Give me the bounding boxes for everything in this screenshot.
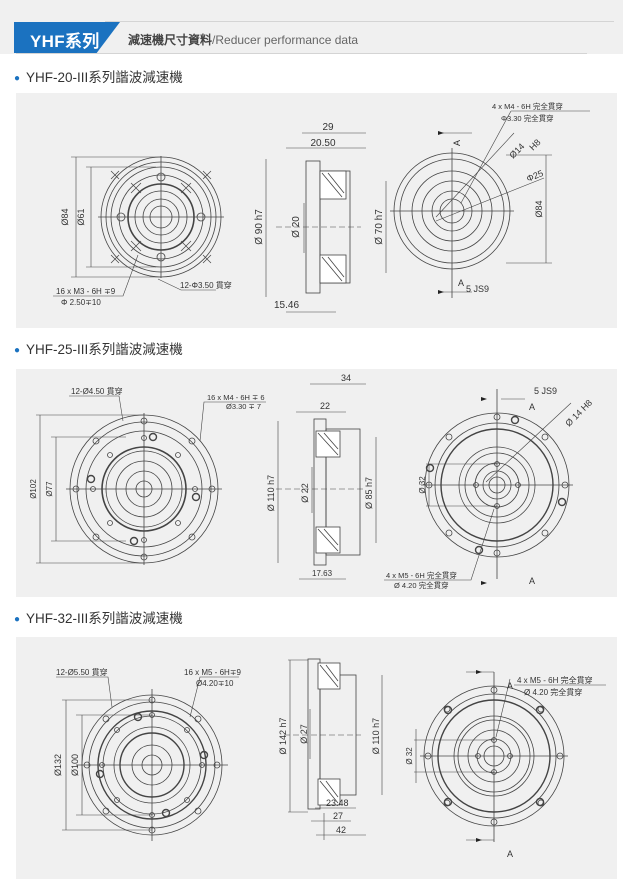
dim-hub-dia: Ø 70 h7 [374, 209, 385, 245]
note-tapped-holes: 16 x M5 - 6H∓9 [184, 668, 241, 677]
dim-keyway: 5 JS9 [534, 386, 557, 396]
dim-width-total: 34 [341, 373, 351, 383]
header-divider-top [105, 21, 614, 22]
note-through-holes: 12-Ø5.50 貫穿 [56, 667, 108, 677]
dim-flange-dia: Ø 110 h7 [266, 475, 276, 511]
technical-drawing-yhf32: Ø132 Ø100 12-Ø5.50 貫穿 16 x M5 - 6H∓9 Ø4.… [53, 658, 606, 859]
dim-rear-bore: Ø 14 H8 [563, 398, 594, 429]
dim-outer-dia: Ø102 [29, 479, 38, 499]
rear-view-yhf32 [414, 671, 606, 842]
dim-inner-dia: Ø100 [70, 754, 80, 776]
note-rear-holes-dia: Ø 4.20 完全貫穿 [524, 687, 582, 697]
rear-view-yhf25 [384, 389, 573, 581]
note-through-holes: 12-Ø4.50 貫穿 [71, 386, 123, 396]
note-rear-holes: 4 x M5 - 6H 完全貫穿 [517, 675, 593, 685]
section-mark-bottom: A [507, 849, 513, 859]
side-view-yhf32 [284, 658, 383, 840]
bullet-icon: ● [14, 614, 21, 625]
dim-bore: Ø 20 [291, 216, 302, 238]
rear-view-yhf20 [390, 110, 590, 298]
dim-rear-outer-dia: Ø84 [534, 200, 544, 217]
note-tapped-holes: 16 x M4 - 6H ∓ 6 [207, 393, 265, 402]
note-through-holes: 12-Φ3.50 貫穿 [180, 280, 232, 290]
drawing-panel-yhf20: Ø84 Ø61 16 x M3 - 6H ∓9 Φ 2.50∓10 12-Φ3.… [16, 93, 617, 328]
section-mark-top: A [507, 681, 513, 691]
dim-width-total: 42 [336, 825, 346, 835]
note-tapped-holes: 16 x M3 - 6H ∓9 [56, 287, 116, 296]
technical-drawing-yhf25: Ø102 Ø77 12-Ø4.50 貫穿 16 x M4 - 6H ∓ 6 Ø3… [29, 373, 594, 590]
dim-rear-bore: Ø14 [507, 141, 526, 160]
dim-keyway: 5 JS9 [466, 284, 489, 294]
section-title-yhf20: ●YHF-20-III系列諧波減速機 [14, 70, 183, 85]
dim-offset: 15.46 [274, 300, 299, 311]
note-tapped-holes-depth: Φ 2.50∓10 [61, 298, 101, 307]
note-rear-holes-dia: Φ3.30 完全貫穿 [501, 113, 554, 123]
front-view-yhf32 [56, 676, 239, 841]
front-view-yhf20 [53, 156, 224, 297]
note-rear-holes: 4 x M5 - 6H 完全貫穿 [386, 570, 457, 580]
dim-rear-bore-fit: H8 [527, 137, 542, 152]
dim-rear-pcd: Ø 32 [405, 747, 414, 765]
series-tab-label: YHF系列 [30, 32, 100, 51]
dim-width-inner: 22 [320, 401, 330, 411]
section-mark-top: A [452, 140, 462, 146]
dim-hub-dia: Ø 85 h7 [364, 477, 374, 509]
section-title-yhf32: ●YHF-32-III系列諧波減速機 [14, 611, 183, 626]
dim-bore: Ø 22 [300, 483, 310, 503]
dim-width-total: 29 [322, 122, 334, 133]
dim-flange-dia: Ø 90 h7 [254, 209, 265, 245]
section-mark-bottom: A [529, 576, 535, 586]
section-title-yhf25: ●YHF-25-III系列諧波減速機 [14, 342, 183, 357]
dim-bore: Ø 27 [299, 724, 309, 744]
dim-inner-dia: Ø77 [45, 481, 54, 497]
front-view-yhf25 [36, 395, 266, 565]
bullet-icon: ● [14, 73, 21, 84]
page-title-en: /Reducer performance data [212, 33, 359, 47]
dim-width-inner: 20.50 [310, 138, 335, 149]
dim-hub-dia: Ø 110 h7 [371, 718, 381, 754]
dim-outer-dia: Ø84 [60, 208, 70, 225]
drawing-panel-yhf32: Ø132 Ø100 12-Ø5.50 貫穿 16 x M5 - 6H∓9 Ø4.… [16, 637, 617, 879]
note-tapped-holes-depth: Ø3.30 ∓ 7 [226, 402, 261, 411]
dim-rear-pcd: Ø 32 [418, 476, 427, 494]
technical-drawing-yhf20: Ø84 Ø61 16 x M3 - 6H ∓9 Φ 2.50∓10 12-Φ3.… [53, 101, 590, 313]
note-rear-holes-dia: Ø 4.20 完全貫穿 [394, 580, 449, 590]
note-tapped-holes-depth: Ø4.20∓10 [196, 679, 234, 688]
page-title: 減速機尺寸資料/Reducer performance data [128, 31, 358, 48]
dim-inner-dia: Ø61 [76, 208, 86, 225]
dim-offset: 17.63 [312, 569, 333, 578]
section-mark-bottom: A [458, 278, 464, 288]
bullet-icon: ● [14, 345, 21, 356]
note-rear-holes: 4 x M4 - 6H 完全貫穿 [492, 101, 563, 111]
section-mark-top: A [529, 402, 535, 412]
header-divider-bottom [16, 53, 587, 54]
page-title-cn: 減速機尺寸資料 [128, 33, 213, 47]
dim-flange-dia: Ø 142 h7 [278, 717, 288, 754]
section-arrow-icon [438, 131, 444, 294]
side-view-yhf25 [276, 383, 377, 580]
drawing-panel-yhf25: Ø102 Ø77 12-Ø4.50 貫穿 16 x M4 - 6H ∓ 6 Ø3… [16, 369, 617, 597]
dim-width-inner: 27 [333, 811, 343, 821]
dim-outer-dia: Ø132 [53, 754, 63, 776]
dim-offset: 23.48 [326, 798, 349, 808]
side-view-yhf20 [265, 132, 387, 313]
